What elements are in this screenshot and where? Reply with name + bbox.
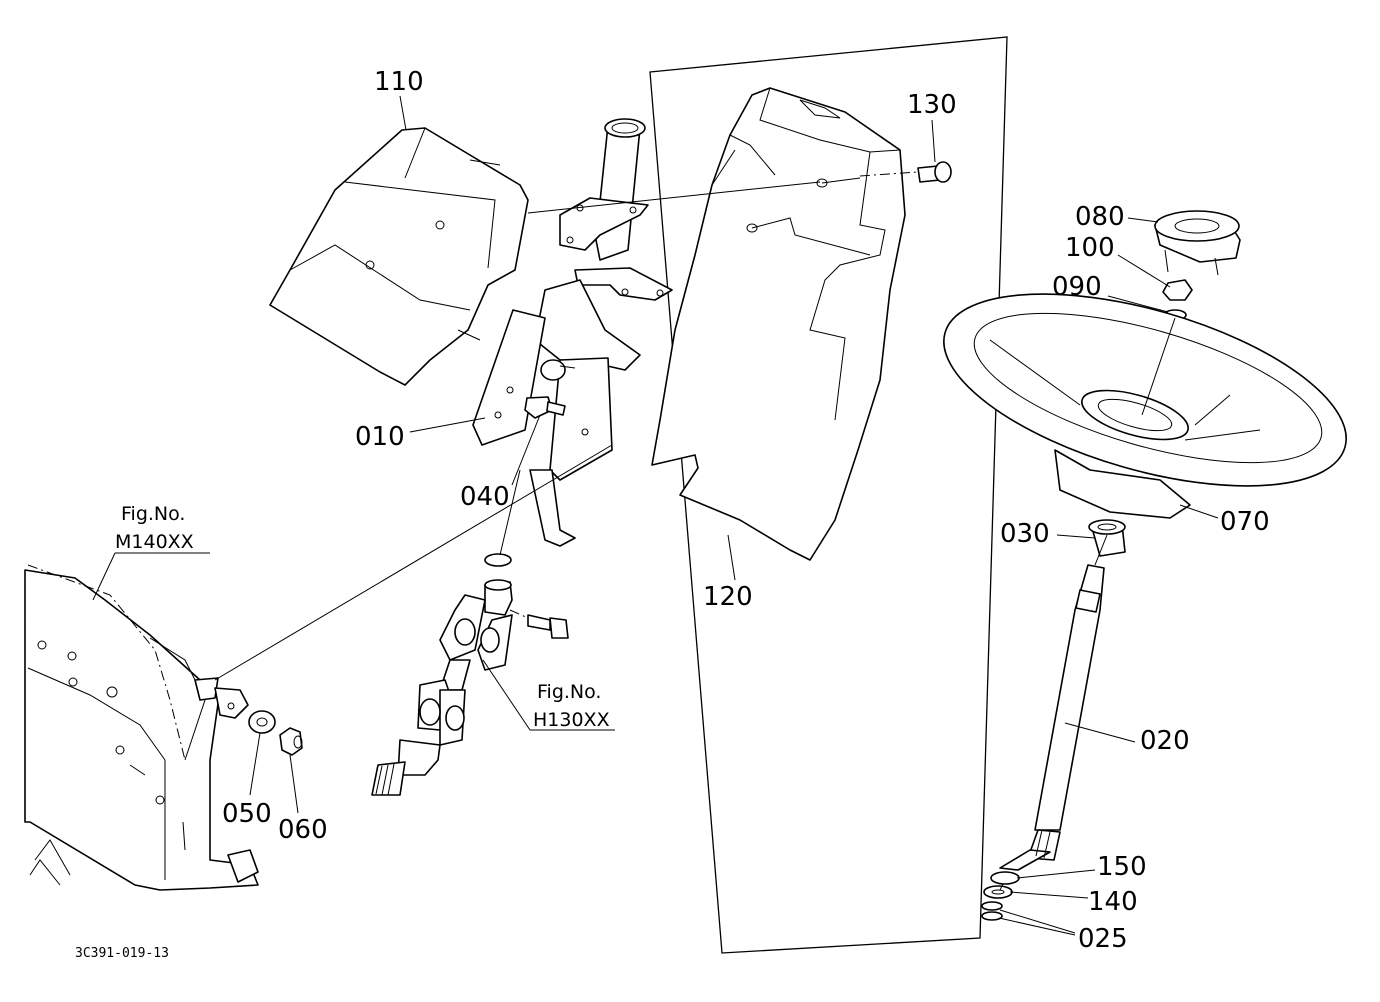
alignment-line <box>214 444 613 681</box>
part-label-120: 120 <box>703 582 753 612</box>
leader-line <box>931 119 936 163</box>
leader-line <box>1117 254 1171 288</box>
leader-line <box>999 909 1076 934</box>
bolt-040 <box>524 396 566 419</box>
clip-025 <box>981 901 1003 921</box>
horn-cap-080 <box>1154 210 1241 276</box>
part-label-130: 130 <box>907 90 957 120</box>
nut-060 <box>279 727 303 756</box>
fig-ref-title-m140: Fig.No. <box>121 503 185 525</box>
part-label-050: 050 <box>222 799 272 829</box>
washer-150 <box>990 871 1020 885</box>
alignment-line <box>999 883 1004 891</box>
leader-line <box>1064 722 1136 743</box>
leader-line <box>409 417 486 433</box>
washer-140 <box>983 885 1013 899</box>
fig-ref-title-h130: Fig.No. <box>537 681 601 703</box>
alignment-line <box>499 469 521 556</box>
drawing-code: 3C391-019-13 <box>75 946 169 961</box>
group-outline <box>649 36 1008 954</box>
bushing-030 <box>1088 519 1126 557</box>
part-label-110: 110 <box>374 67 424 97</box>
bolt-130 <box>859 161 952 183</box>
dash-frame <box>24 564 259 891</box>
part-label-025: 025 <box>1078 924 1128 954</box>
washer-050 <box>248 710 276 734</box>
alignment-line <box>1094 534 1108 566</box>
part-label-140: 140 <box>1088 887 1138 917</box>
leader-line <box>727 534 736 581</box>
dash-cover-110 <box>269 127 529 386</box>
part-label-090: 090 <box>1052 272 1102 302</box>
universal-joint <box>371 553 569 796</box>
part-label-030: 030 <box>1000 519 1050 549</box>
leader-line <box>1016 869 1096 879</box>
steering-shaft-020 <box>999 564 1105 871</box>
alignment-line <box>527 181 821 214</box>
fig-ref-code-h130: H130XX <box>533 709 610 731</box>
part-label-020: 020 <box>1140 726 1190 756</box>
leader-line <box>1056 534 1096 539</box>
leader-line <box>1127 217 1159 223</box>
part-label-010: 010 <box>355 422 405 452</box>
column-shroud-120 <box>651 87 906 561</box>
part-label-070: 070 <box>1220 507 1270 537</box>
leader-line <box>399 95 407 131</box>
leader-line <box>1179 504 1219 519</box>
nut-100 <box>1162 279 1193 301</box>
part-label-060: 060 <box>278 815 328 845</box>
part-label-150: 150 <box>1097 852 1147 882</box>
leader-line <box>289 754 299 814</box>
leader-line <box>998 917 1076 936</box>
alignment-line <box>1141 317 1176 416</box>
part-label-040: 040 <box>460 482 510 512</box>
leader-line <box>249 732 261 796</box>
steering-wheel-070 <box>943 293 1347 519</box>
leader-line <box>1107 295 1169 313</box>
reference-leader <box>92 552 210 601</box>
leader-line <box>511 414 541 486</box>
reference-leader <box>482 659 615 731</box>
column-bracket-010 <box>472 118 673 547</box>
part-label-100: 100 <box>1065 233 1115 263</box>
fig-ref-code-m140: M140XX <box>115 531 194 553</box>
part-label-080: 080 <box>1075 202 1125 232</box>
leader-line <box>1009 891 1089 899</box>
